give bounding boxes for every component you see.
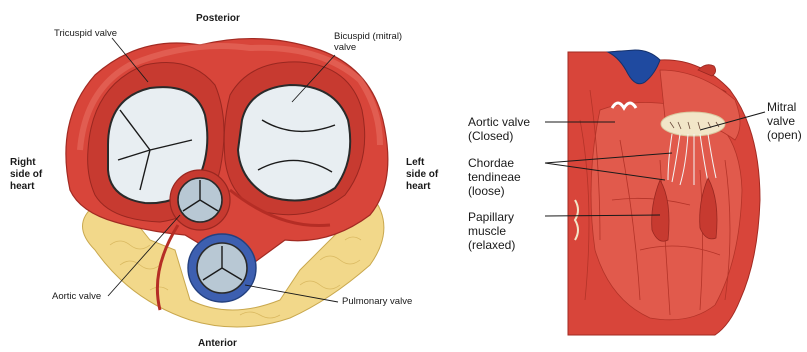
- label-left-side: Left side of heart: [406, 157, 438, 193]
- mitral-valve-ring: [661, 112, 725, 136]
- label-pulmonary-valve: Pulmonary valve: [342, 296, 412, 307]
- label-chordae-tendineae: Chordae tendineae (loose): [468, 156, 521, 198]
- label-aortic-valve-closed: Aortic valve (Closed): [468, 115, 530, 143]
- label-aortic-valve: Aortic valve: [52, 291, 101, 302]
- heart-cross-section: [545, 50, 765, 335]
- label-posterior: Posterior: [196, 13, 240, 25]
- label-right-side: Right side of heart: [10, 157, 42, 193]
- label-anterior: Anterior: [198, 338, 237, 350]
- superior-view-heart: [66, 38, 388, 327]
- label-mitral-valve-open: Mitral valve (open): [767, 100, 802, 142]
- label-tricuspid-valve: Tricuspid valve: [54, 28, 117, 39]
- mitral-valve-shape: [238, 85, 350, 201]
- label-bicuspid-valve: Bicuspid (mitral) valve: [334, 31, 402, 53]
- label-papillary-muscle: Papillary muscle (relaxed): [468, 210, 515, 252]
